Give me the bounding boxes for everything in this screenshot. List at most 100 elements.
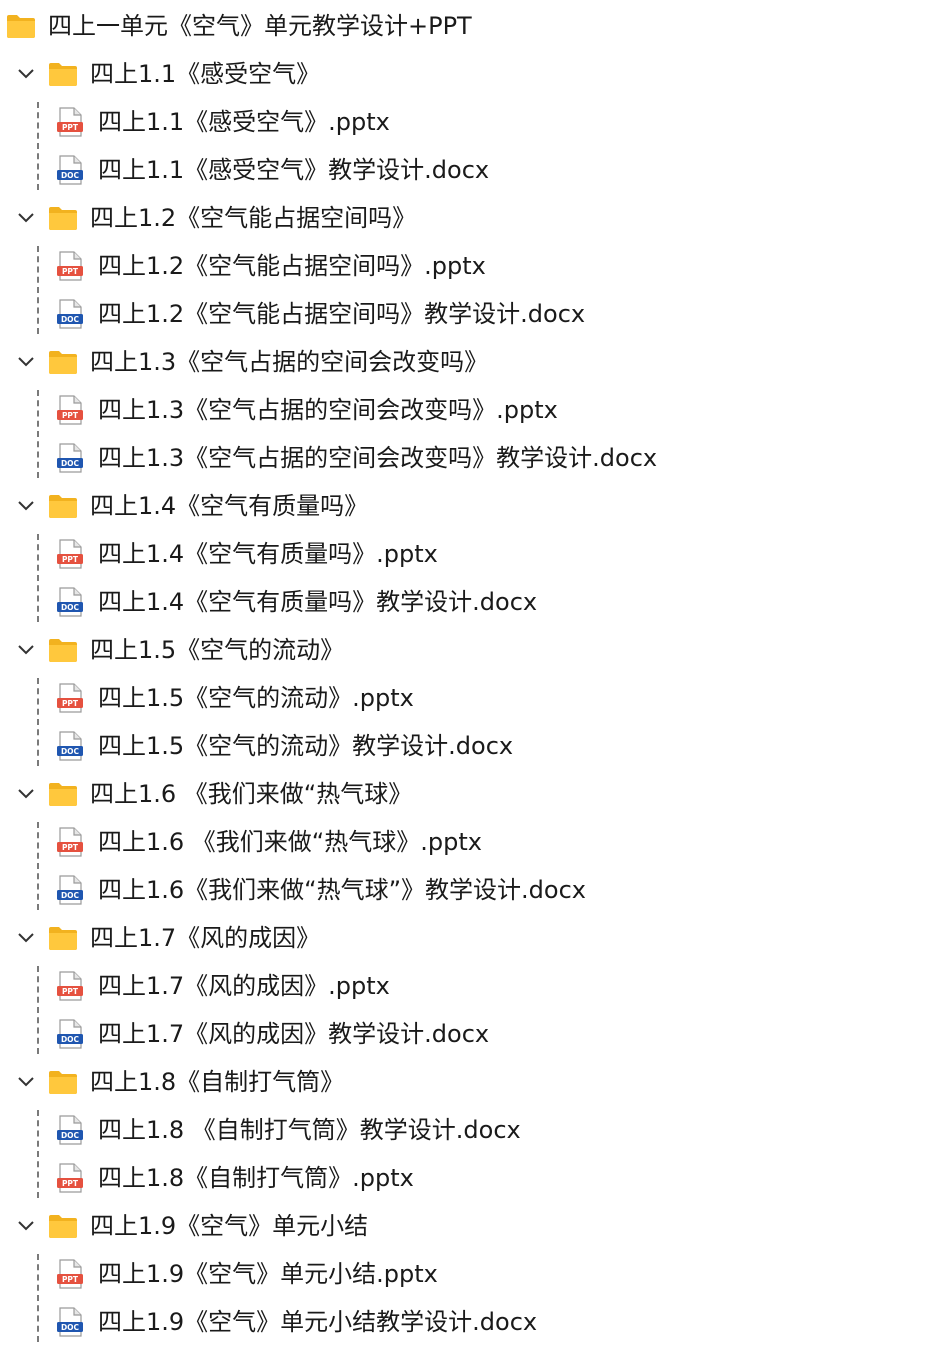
tree-guide-line	[37, 966, 39, 1054]
chevron-down-icon[interactable]	[16, 352, 36, 372]
file-label: 四上1.2《空气能占据空间吗》教学设计.docx	[98, 300, 586, 328]
file-row-pptx[interactable]: PPT 四上1.8《自制打气筒》.pptx	[0, 1154, 940, 1202]
folder-row[interactable]: 四上1.7《风的成因》	[0, 914, 940, 962]
pptx-file-icon: PPT	[56, 107, 84, 137]
pptx-file-icon: PPT	[56, 683, 84, 713]
tree-root-row[interactable]: 四上一单元《空气》单元教学设计+PPT	[0, 2, 940, 50]
file-label: 四上1.4《空气有质量吗》.pptx	[98, 540, 438, 568]
chevron-down-icon[interactable]	[16, 928, 36, 948]
file-row-docx[interactable]: DOC 四上1.4《空气有质量吗》教学设计.docx	[0, 578, 940, 626]
file-label: 四上1.3《空气占据的空间会改变吗》.pptx	[98, 396, 558, 424]
folder-icon	[48, 493, 78, 519]
file-label: 四上1.9《空气》单元小结教学设计.docx	[98, 1308, 538, 1336]
svg-text:PPT: PPT	[62, 987, 79, 996]
docx-file-icon: DOC	[56, 1307, 84, 1337]
folder-label: 四上1.7《风的成因》	[90, 924, 321, 952]
file-label: 四上1.5《空气的流动》教学设计.docx	[98, 732, 514, 760]
folder-icon	[48, 925, 78, 951]
docx-file-icon: DOC	[56, 731, 84, 761]
file-label: 四上1.4《空气有质量吗》教学设计.docx	[98, 588, 538, 616]
chevron-down-icon[interactable]	[16, 784, 36, 804]
folder-icon	[48, 349, 78, 375]
pptx-file-icon: PPT	[56, 251, 84, 281]
file-label: 四上1.8《自制打气筒》.pptx	[98, 1164, 414, 1192]
folder-label: 四上1.6 《我们来做“热气球》	[90, 780, 413, 808]
folder-row[interactable]: 四上1.8《自制打气筒》	[0, 1058, 940, 1106]
folder-label: 四上1.4《空气有质量吗》	[90, 492, 369, 520]
folder-icon	[48, 637, 78, 663]
tree-guide-line	[37, 1254, 39, 1342]
tree-guide-line	[37, 1110, 39, 1198]
file-label: 四上1.5《空气的流动》.pptx	[98, 684, 414, 712]
docx-file-icon: DOC	[56, 587, 84, 617]
tree-guide-line	[37, 246, 39, 334]
folder-row[interactable]: 四上1.9《空气》单元小结	[0, 1202, 940, 1250]
docx-file-icon: DOC	[56, 1115, 84, 1145]
file-row-docx[interactable]: DOC 四上1.2《空气能占据空间吗》教学设计.docx	[0, 290, 940, 338]
docx-file-icon: DOC	[56, 155, 84, 185]
file-label: 四上1.1《感受空气》教学设计.docx	[98, 156, 490, 184]
tree-guide-line	[37, 678, 39, 766]
svg-text:DOC: DOC	[61, 1323, 80, 1332]
file-row-docx[interactable]: DOC 四上1.9《空气》单元小结教学设计.docx	[0, 1298, 940, 1346]
chevron-down-icon[interactable]	[16, 640, 36, 660]
pptx-file-icon: PPT	[56, 1163, 84, 1193]
svg-text:DOC: DOC	[61, 747, 80, 756]
file-label: 四上1.7《风的成因》.pptx	[98, 972, 390, 1000]
file-label: 四上1.6 《我们来做“热气球》.pptx	[98, 828, 482, 856]
root-folder-label: 四上一单元《空气》单元教学设计+PPT	[48, 12, 472, 40]
pptx-file-icon: PPT	[56, 971, 84, 1001]
svg-text:DOC: DOC	[61, 891, 80, 900]
file-label: 四上1.1《感受空气》.pptx	[98, 108, 390, 136]
svg-text:DOC: DOC	[61, 1131, 80, 1140]
docx-file-icon: DOC	[56, 443, 84, 473]
docx-file-icon: DOC	[56, 299, 84, 329]
chevron-down-icon[interactable]	[16, 64, 36, 84]
file-row-docx[interactable]: DOC 四上1.1《感受空气》教学设计.docx	[0, 146, 940, 194]
svg-text:DOC: DOC	[61, 459, 80, 468]
chevron-down-icon[interactable]	[16, 1072, 36, 1092]
file-row-pptx[interactable]: PPT 四上1.7《风的成因》.pptx	[0, 962, 940, 1010]
file-label: 四上1.6《我们来做“热气球”》教学设计.docx	[98, 876, 586, 904]
tree-guide-line	[37, 822, 39, 910]
file-row-pptx[interactable]: PPT 四上1.6 《我们来做“热气球》.pptx	[0, 818, 940, 866]
svg-text:PPT: PPT	[62, 555, 79, 564]
folder-icon	[48, 1213, 78, 1239]
file-row-docx[interactable]: DOC 四上1.6《我们来做“热气球”》教学设计.docx	[0, 866, 940, 914]
folder-row[interactable]: 四上1.6 《我们来做“热气球》	[0, 770, 940, 818]
folder-row[interactable]: 四上1.3《空气占据的空间会改变吗》	[0, 338, 940, 386]
pptx-file-icon: PPT	[56, 395, 84, 425]
tree-guide-line	[37, 390, 39, 478]
folder-row[interactable]: 四上1.2《空气能占据空间吗》	[0, 194, 940, 242]
folder-row[interactable]: 四上1.1《感受空气》	[0, 50, 940, 98]
file-row-pptx[interactable]: PPT 四上1.4《空气有质量吗》.pptx	[0, 530, 940, 578]
file-row-pptx[interactable]: PPT 四上1.2《空气能占据空间吗》.pptx	[0, 242, 940, 290]
folder-label: 四上1.5《空气的流动》	[90, 636, 345, 664]
file-label: 四上1.8 《自制打气筒》教学设计.docx	[98, 1116, 521, 1144]
file-row-pptx[interactable]: PPT 四上1.3《空气占据的空间会改变吗》.pptx	[0, 386, 940, 434]
file-row-pptx[interactable]: PPT 四上1.5《空气的流动》.pptx	[0, 674, 940, 722]
folder-icon	[48, 781, 78, 807]
pptx-file-icon: PPT	[56, 539, 84, 569]
svg-text:DOC: DOC	[61, 1035, 80, 1044]
folder-row[interactable]: 四上1.4《空气有质量吗》	[0, 482, 940, 530]
chevron-down-icon[interactable]	[16, 208, 36, 228]
svg-text:PPT: PPT	[62, 1179, 79, 1188]
chevron-down-icon[interactable]	[16, 496, 36, 516]
folder-icon	[48, 205, 78, 231]
svg-text:PPT: PPT	[62, 843, 79, 852]
folder-label: 四上1.9《空气》单元小结	[90, 1212, 369, 1240]
file-row-pptx[interactable]: PPT 四上1.1《感受空气》.pptx	[0, 98, 940, 146]
folder-icon	[48, 61, 78, 87]
svg-text:PPT: PPT	[62, 411, 79, 420]
docx-file-icon: DOC	[56, 875, 84, 905]
file-label: 四上1.2《空气能占据空间吗》.pptx	[98, 252, 486, 280]
folder-row[interactable]: 四上1.5《空气的流动》	[0, 626, 940, 674]
chevron-down-icon[interactable]	[16, 1216, 36, 1236]
file-row-docx[interactable]: DOC 四上1.8 《自制打气筒》教学设计.docx	[0, 1106, 940, 1154]
file-row-docx[interactable]: DOC 四上1.5《空气的流动》教学设计.docx	[0, 722, 940, 770]
svg-text:PPT: PPT	[62, 123, 79, 132]
